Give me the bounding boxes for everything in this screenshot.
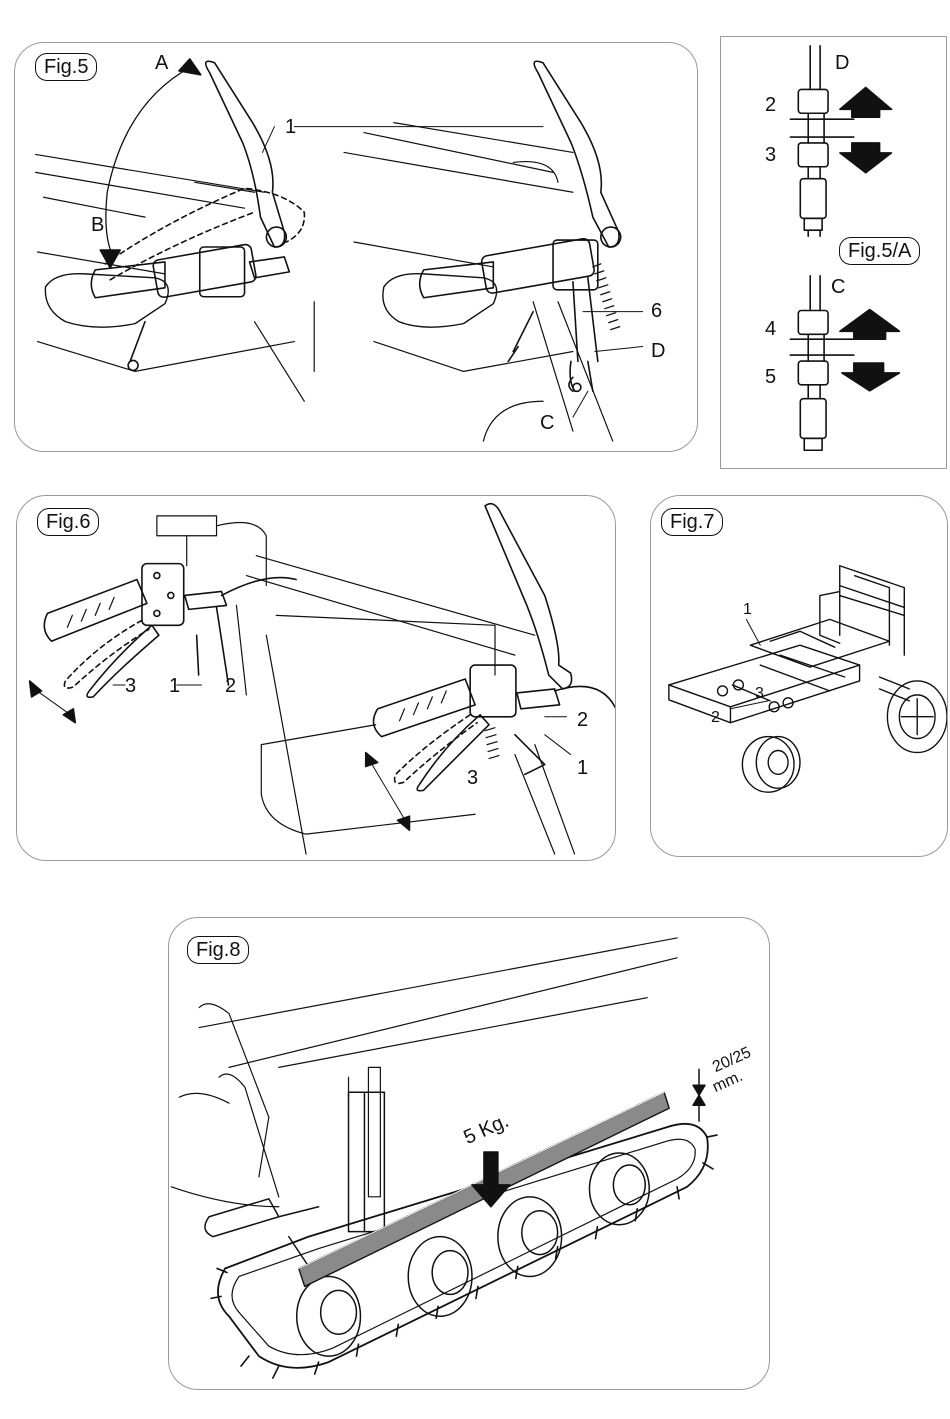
fig6-left-grip bbox=[44, 580, 147, 642]
fig7-label-1: 1 bbox=[743, 602, 752, 618]
fig5a-label-4: 4 bbox=[765, 319, 776, 339]
fig5a-tag: Fig.5/A bbox=[839, 237, 920, 265]
fig5-spring bbox=[593, 264, 620, 330]
fig6-frame bbox=[157, 516, 575, 854]
fig5a-arrow-down-bottom bbox=[842, 363, 899, 391]
fig6-drawing bbox=[17, 496, 615, 860]
fig6-right-grip bbox=[374, 679, 476, 737]
fig6-tag: Fig.6 bbox=[37, 508, 99, 536]
fig6-label-1-right: 1 bbox=[577, 758, 588, 778]
fig6-left-lever bbox=[87, 625, 159, 697]
fig8-tag: Fig.8 bbox=[187, 936, 249, 964]
fig7-drawing bbox=[651, 496, 947, 856]
fig6-label-3-left: 3 bbox=[125, 676, 136, 696]
fig5a-label-c: C bbox=[831, 277, 845, 297]
fig5a-label-5: 5 bbox=[765, 367, 776, 387]
fig6-spring bbox=[485, 728, 499, 759]
fig5-right-tank bbox=[383, 274, 497, 328]
fig6-right-clamp bbox=[470, 665, 516, 717]
fig5a-arrow-up-top bbox=[840, 87, 892, 117]
fig5a-label-d: D bbox=[835, 53, 849, 73]
fig5a-lower-assembly bbox=[790, 276, 853, 450]
fig7-panel: Fig.7 1 3 2 bbox=[650, 495, 948, 857]
fig5-left-lever bbox=[206, 61, 285, 247]
fig8-frame bbox=[171, 938, 677, 1207]
fig5-label-c: C bbox=[540, 413, 554, 433]
fig5-label-d: D bbox=[651, 341, 665, 361]
fig5-left-tank bbox=[45, 274, 168, 328]
fig5-label-1: 1 bbox=[285, 117, 296, 137]
fig6-label-3-right: 3 bbox=[467, 768, 478, 788]
fig5a-panel: D 2 3 Fig.5/A C 4 5 bbox=[720, 36, 947, 469]
fig5-label-b: B bbox=[91, 215, 104, 235]
fig7-tag: Fig.7 bbox=[661, 508, 723, 536]
fig7-label-3: 3 bbox=[755, 686, 764, 702]
fig5-drawing bbox=[15, 43, 697, 451]
fig5a-label-2: 2 bbox=[765, 95, 776, 115]
fig5-panel: Fig.5 A B 1 6 D C bbox=[14, 42, 698, 452]
fig5-tag: Fig.5 bbox=[35, 53, 97, 81]
fig6-label-1-left: 1 bbox=[169, 676, 180, 696]
fig5a-label-3: 3 bbox=[765, 145, 776, 165]
fig5-right-lever bbox=[534, 61, 619, 247]
fig6-left-clamp bbox=[142, 564, 184, 626]
fig6-label-2-right: 2 bbox=[577, 710, 588, 730]
fig6-upright-lever bbox=[485, 504, 572, 689]
fig7-label-2: 2 bbox=[711, 710, 720, 726]
fig8-measure-arrows bbox=[693, 1069, 705, 1121]
fig5-arc-a-b bbox=[106, 67, 191, 252]
fig7-small-wheel bbox=[742, 737, 800, 793]
fig5a-arrow-up-bottom bbox=[840, 309, 899, 339]
fig6-panel: Fig.6 3 1 2 2 1 3 bbox=[16, 495, 616, 861]
fig5-label-6: 6 bbox=[651, 301, 662, 321]
fig5a-arrow-down-top bbox=[840, 143, 892, 173]
fig8-drawing bbox=[169, 918, 769, 1389]
fig8-track bbox=[218, 1124, 708, 1368]
fig6-label-2-left: 2 bbox=[225, 676, 236, 696]
fig8-post bbox=[349, 1092, 385, 1231]
fig8-panel: Fig.8 5 Kg. 20/25 mm. bbox=[168, 917, 770, 1390]
fig7-big-wheel bbox=[887, 681, 947, 753]
fig5a-upper-assembly bbox=[790, 46, 853, 236]
fig5-label-a: A bbox=[155, 53, 168, 73]
fig7-frame bbox=[669, 566, 909, 723]
